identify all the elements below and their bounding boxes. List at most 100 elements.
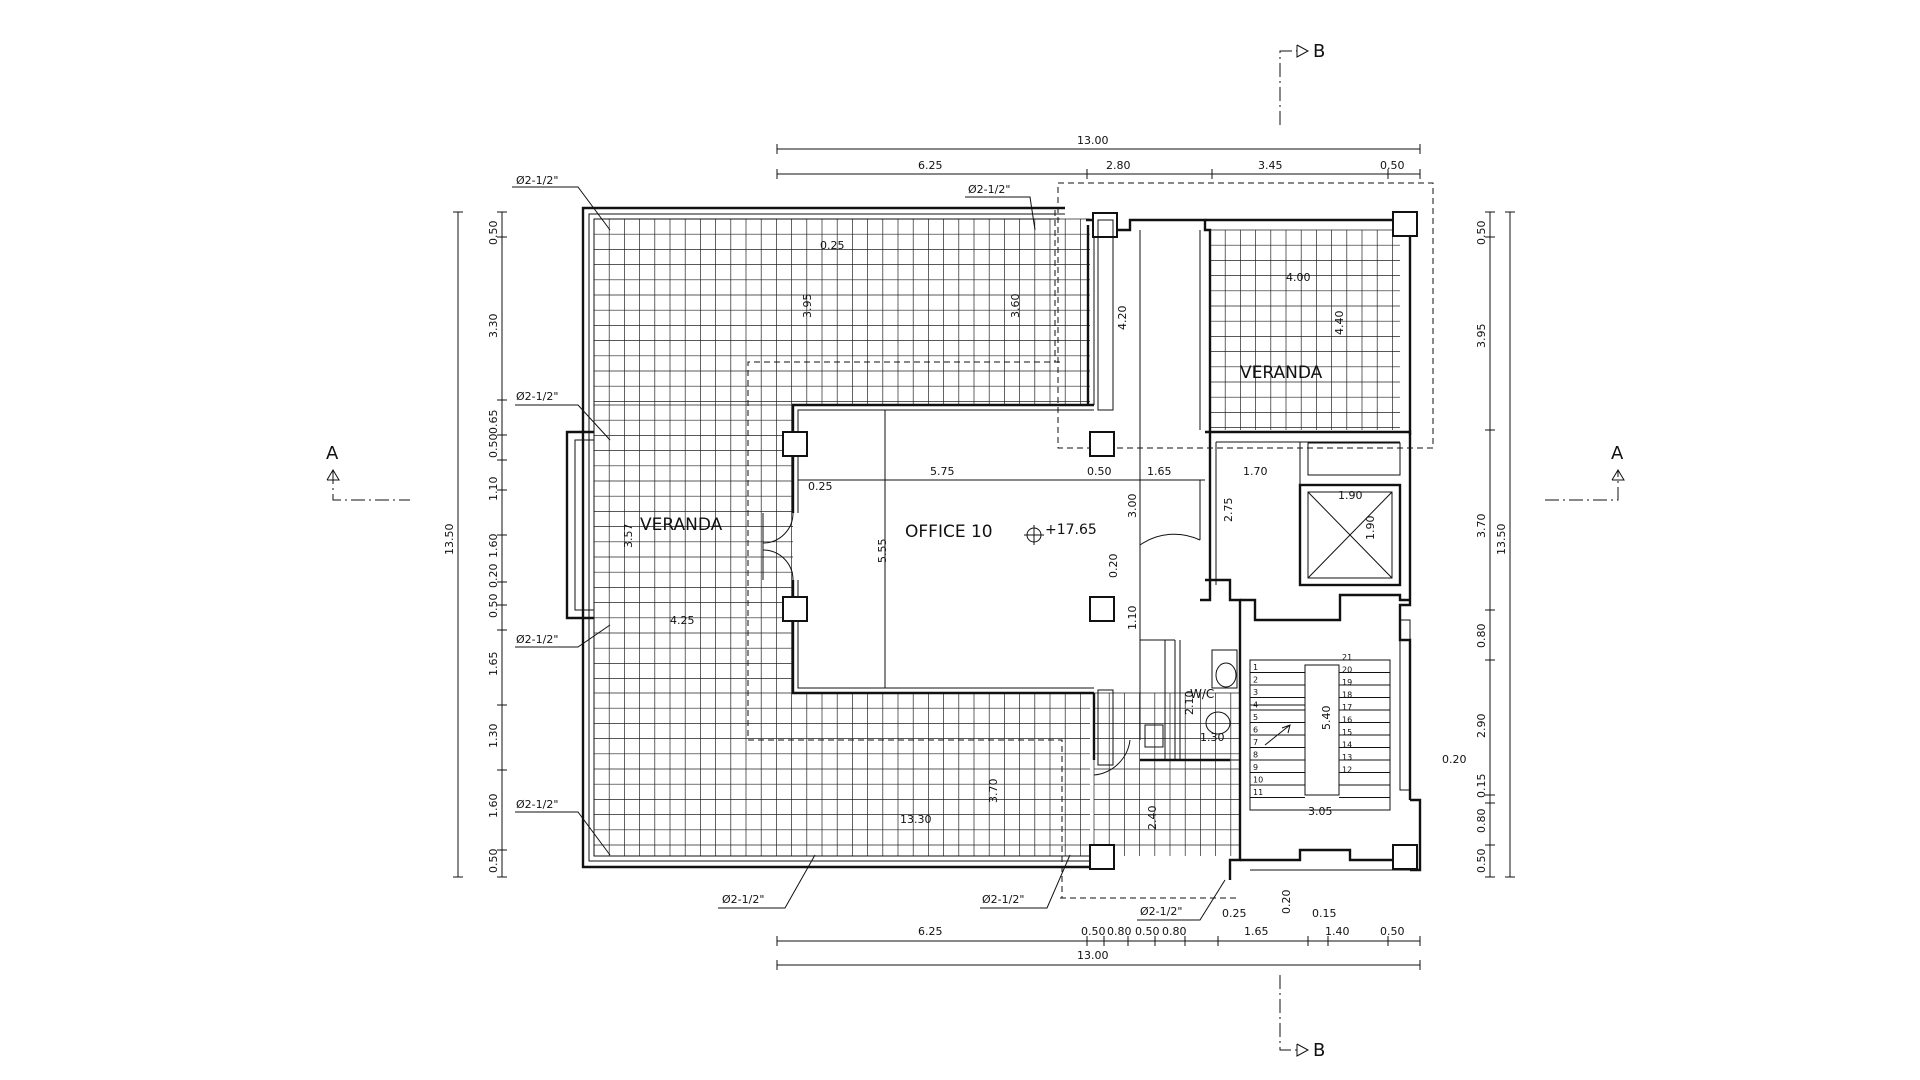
dim-interior: 0.50 [1087, 465, 1112, 478]
stair-step-number: 9 [1253, 763, 1258, 772]
stair-step-number: 13 [1342, 753, 1352, 762]
drain-label: Ø2-1/2" [982, 893, 1024, 906]
dim-right-seg: 0.80 [1475, 624, 1488, 649]
dim-interior: 2.10 [1183, 691, 1196, 716]
dim-left-seg: 1.30 [487, 724, 500, 749]
dim-interior: 0.20 [1442, 753, 1467, 766]
dim-bottom-seg: 1.40 [1325, 925, 1350, 938]
stair-step-number: 3 [1253, 688, 1258, 697]
dim-interior: 5.75 [930, 465, 955, 478]
dim-bottom-seg: 0.80 [1162, 925, 1187, 938]
dim-bottom-seg: 0.80 [1107, 925, 1132, 938]
dim-left-seg: 0.50 [487, 594, 500, 619]
section-b-top-label: B [1313, 41, 1325, 62]
dim-interior: 0.20 [1107, 554, 1120, 579]
dim-bottom-seg: 0.50 [1081, 925, 1106, 938]
roof-outline-dashed [747, 210, 1240, 899]
dim-interior: 0.20 [1280, 890, 1293, 915]
dim-interior: 1.30 [1200, 731, 1225, 744]
dim-bottom-total: 13.00 [1077, 949, 1109, 962]
dim-interior: 2.75 [1222, 498, 1235, 523]
dim-interior: 1.90 [1338, 489, 1363, 502]
stair-step-number: 10 [1253, 776, 1263, 785]
drain-leaders [512, 186, 1226, 921]
drain-label: Ø2-1/2" [516, 390, 558, 403]
stair-step-number: 19 [1342, 678, 1352, 687]
section-a-left-label: A [326, 443, 339, 464]
drain-labels: Ø2-1/2" Ø2-1/2" Ø2-1/2" Ø2-1/2" Ø2-1/2" … [516, 174, 1182, 918]
elevation-label: +17.65 [1045, 522, 1097, 538]
dim-top-seg: 3.45 [1258, 159, 1283, 172]
dim-right-seg: 3.95 [1475, 324, 1488, 349]
dim-bottom-seg: 0.25 [1222, 907, 1247, 920]
dim-top-total: 13.00 [1077, 134, 1109, 147]
dim-right-seg: 3.70 [1475, 514, 1488, 539]
dim-interior: 3.05 [1308, 805, 1333, 818]
dim-top-seg: 0.50 [1380, 159, 1405, 172]
dim-right-seg: 0.50 [1475, 849, 1488, 874]
stair-step-number: 2 [1253, 676, 1258, 685]
stair-step-number: 16 [1342, 716, 1352, 725]
dim-left-seg: 1.60 [487, 534, 500, 559]
dim-interior: 4.40 [1333, 311, 1346, 336]
dim-interior: 3.57 [622, 524, 635, 549]
dim-left-seg: 0.50 [487, 221, 500, 246]
dim-bottom-seg: 6.25 [918, 925, 943, 938]
dim-interior: 0.25 [808, 480, 833, 493]
dim-interior: 1.65 [1147, 465, 1172, 478]
dim-interior: 1.70 [1243, 465, 1268, 478]
interior-dimensions: 0.25 3.95 3.60 4.20 4.00 4.40 0.25 5.75 … [622, 239, 1467, 914]
dimension-lines [453, 144, 1515, 970]
section-a-right-label: A [1611, 443, 1624, 464]
drain-label: Ø2-1/2" [516, 798, 558, 811]
stair-step-number: 17 [1342, 703, 1352, 712]
elevation-marker-icon [1024, 525, 1044, 545]
dim-interior: 5.55 [876, 539, 889, 564]
drain-label: Ø2-1/2" [722, 893, 764, 906]
left-dimensions: 13.500.503.300.650.501.101.600.200.501.6… [443, 221, 500, 874]
dim-left-seg: 0.50 [487, 434, 500, 459]
dim-right-total: 13.50 [1495, 524, 1508, 556]
section-lines [326, 44, 1625, 1057]
stair-step-number: 12 [1342, 766, 1352, 775]
dim-interior: 4.25 [670, 614, 695, 627]
stair-step-number: 11 [1253, 788, 1263, 797]
dim-left-seg: 1.65 [487, 652, 500, 677]
stair-step-number: 1 [1253, 663, 1258, 672]
dim-interior: 4.20 [1116, 306, 1129, 331]
dim-left-total: 13.50 [443, 524, 456, 556]
dim-interior: 3.95 [801, 294, 814, 319]
dim-left-seg: 3.30 [487, 314, 500, 339]
stair-step-number: 15 [1342, 728, 1352, 737]
dim-interior: 4.00 [1286, 271, 1311, 284]
dim-top-seg: 2.80 [1106, 159, 1131, 172]
veranda-left-label: VERANDA [640, 515, 723, 535]
drain-label: Ø2-1/2" [516, 174, 558, 187]
dim-left-seg: 1.60 [487, 794, 500, 819]
dim-bottom-seg: 1.65 [1244, 925, 1269, 938]
dim-interior: 3.60 [1009, 294, 1022, 319]
dim-bottom-seg: 0.50 [1380, 925, 1405, 938]
stair-step-number: 6 [1253, 726, 1258, 735]
dim-interior: 5.40 [1320, 706, 1333, 731]
dim-left-seg: 1.10 [487, 477, 500, 502]
stair-step-number: 14 [1342, 741, 1352, 750]
top-dimensions: 13.00 6.25 2.80 3.45 0.50 [918, 134, 1405, 172]
dim-right-seg: 2.90 [1475, 714, 1488, 739]
columns [782, 211, 1418, 870]
dim-interior: 2.40 [1146, 806, 1159, 831]
right-dimensions: 13.500.503.953.700.802.900.150.800.50 [1475, 221, 1508, 874]
dim-left-seg: 0.65 [487, 410, 500, 435]
dim-interior: 0.25 [820, 239, 845, 252]
section-b-bottom-label: B [1313, 1040, 1325, 1061]
drain-label: Ø2-1/2" [1140, 905, 1182, 918]
dim-bottom-seg: 0.15 [1312, 907, 1337, 920]
stair-step-number: 4 [1253, 701, 1258, 710]
veranda-right-label: VERANDA [1240, 363, 1323, 383]
core-walls [1086, 218, 1230, 776]
drain-label: Ø2-1/2" [968, 183, 1010, 196]
stair-step-number: 5 [1253, 713, 1258, 722]
outer-parapet [565, 206, 1100, 869]
office-label: OFFICE 10 [905, 522, 993, 542]
